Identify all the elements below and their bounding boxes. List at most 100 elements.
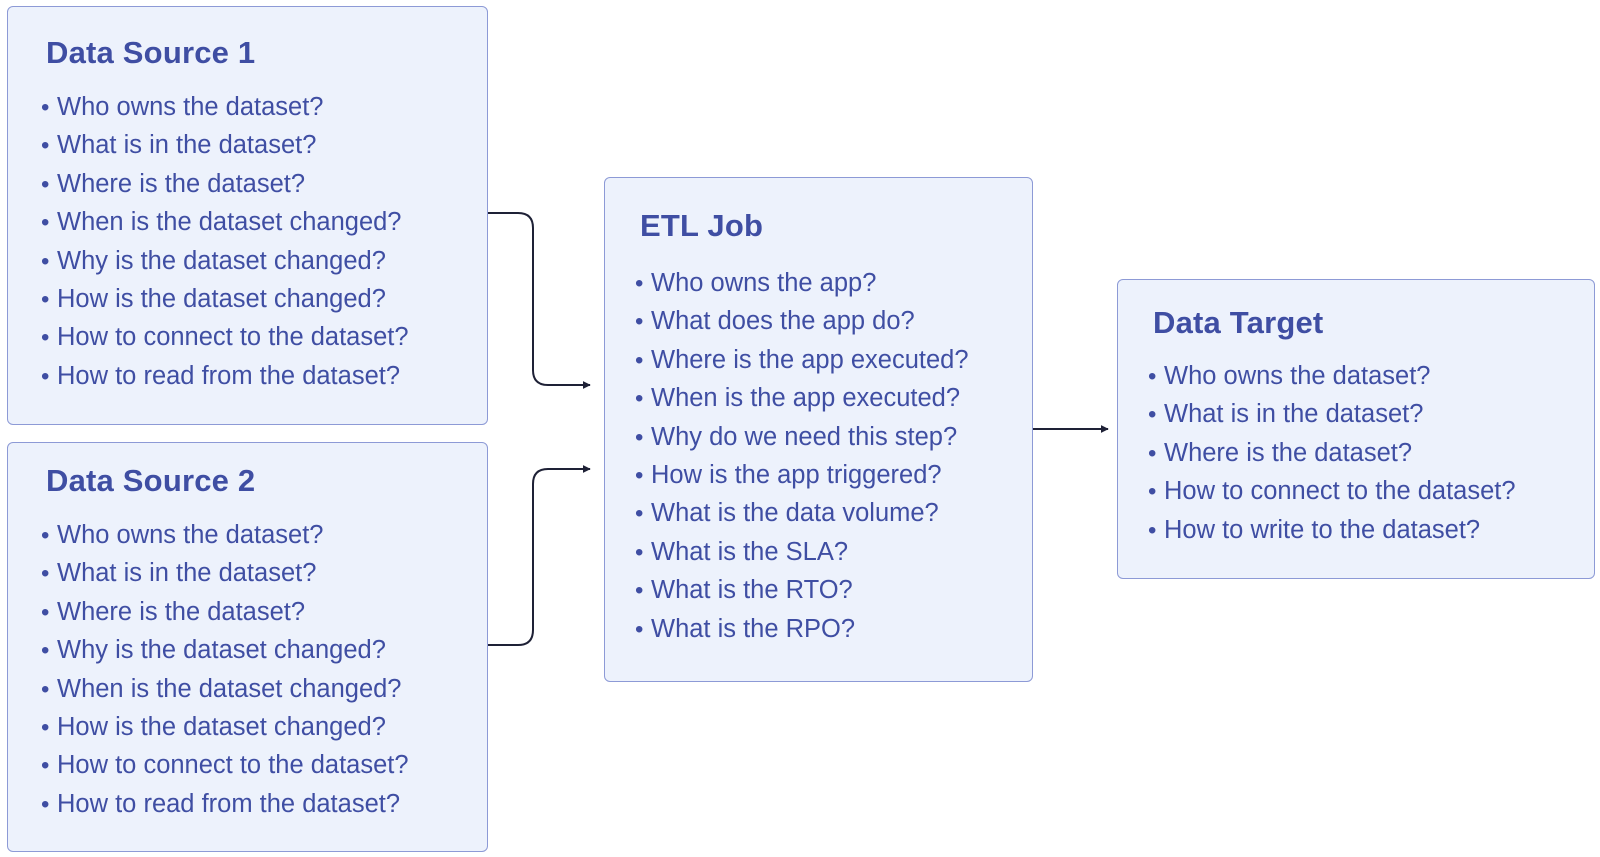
bullet-icon: •	[41, 324, 50, 352]
question-item: •When is the dataset changed?	[41, 203, 409, 241]
etl-job-questions: •Who owns the app?•What does the app do?…	[635, 264, 969, 648]
data-source-2-box: Data Source 2 •Who owns the dataset?•Wha…	[7, 442, 488, 852]
question-text: How to read from the dataset?	[57, 361, 401, 390]
question-item: •How is the dataset changed?	[41, 708, 409, 746]
question-item: •Why is the dataset changed?	[41, 631, 409, 669]
question-item: •Where is the app executed?	[635, 341, 969, 379]
bullet-icon: •	[635, 500, 644, 528]
question-text: What is in the dataset?	[1164, 400, 1424, 429]
question-text: Where is the app executed?	[651, 345, 969, 374]
question-item: •Where is the dataset?	[41, 165, 409, 203]
arrow-source1-to-etl	[488, 212, 591, 389]
question-item: •How to write to the dataset?	[1148, 511, 1516, 549]
question-text: What is in the dataset?	[57, 559, 317, 588]
question-text: When is the app executed?	[651, 384, 961, 413]
bullet-icon: •	[1148, 516, 1157, 544]
question-text: Why is the dataset changed?	[57, 636, 386, 665]
question-item: • Who owns the dataset?	[41, 88, 409, 126]
question-item: •How to read from the dataset?	[41, 785, 409, 823]
bullet-icon: •	[635, 577, 644, 605]
question-text: Who owns the app?	[651, 269, 877, 297]
question-item: •What is the RTO?	[635, 571, 969, 609]
bullet-icon: •	[41, 94, 50, 121]
question-item: •What is in the dataset?	[41, 126, 409, 164]
bullet-icon: •	[41, 247, 50, 275]
question-item: •When is the dataset changed?	[41, 670, 409, 708]
question-item: •How is the app triggered?	[635, 456, 969, 494]
question-text: How to connect to the dataset?	[1164, 477, 1516, 506]
bullet-icon: •	[41, 362, 50, 390]
question-item: •How to connect to the dataset?	[41, 318, 409, 356]
arrow-source2-to-etl	[488, 465, 591, 646]
bullet-icon: •	[41, 637, 50, 665]
question-text: What does the app do?	[651, 307, 915, 336]
question-item: •What is the data volume?	[635, 494, 969, 532]
bullet-icon: •	[635, 423, 644, 451]
question-text: Who owns the dataset?	[57, 521, 324, 549]
bullet-icon: •	[41, 560, 50, 588]
bullet-icon: •	[41, 598, 50, 626]
question-text: Who owns the dataset?	[57, 93, 324, 121]
bullet-icon: •	[1148, 478, 1157, 506]
question-item: •How to read from the dataset?	[41, 357, 409, 395]
bullet-icon: •	[41, 522, 50, 549]
question-text: How is the app triggered?	[651, 460, 942, 489]
question-text: What is the SLA?	[651, 537, 849, 566]
question-text: When is the dataset changed?	[57, 674, 402, 703]
bullet-icon: •	[41, 132, 50, 160]
question-text: What is the RPO?	[651, 614, 856, 643]
question-text: When is the dataset changed?	[57, 208, 402, 237]
question-text: Who owns the dataset?	[1164, 362, 1431, 390]
question-item: • Who owns the dataset?	[1148, 357, 1516, 395]
bullet-icon: •	[41, 285, 50, 313]
question-item: •What is the SLA?	[635, 533, 969, 571]
bullet-icon: •	[1148, 363, 1157, 390]
question-text: How to write to the dataset?	[1164, 515, 1481, 544]
question-text: How to read from the dataset?	[57, 789, 401, 818]
question-item: •What is in the dataset?	[41, 554, 409, 592]
question-item: •When is the app executed?	[635, 379, 969, 417]
bullet-icon: •	[635, 385, 644, 413]
bullet-icon: •	[635, 346, 644, 374]
bullet-icon: •	[1148, 401, 1157, 429]
question-item: •How is the dataset changed?	[41, 280, 409, 318]
question-item: •How to connect to the dataset?	[41, 746, 409, 784]
data-source-2-questions: •Who owns the dataset?•What is in the da…	[41, 516, 409, 823]
bullet-icon: •	[635, 308, 644, 336]
data-source-1-box: Data Source 1 •Who owns the dataset?•Wha…	[7, 6, 488, 425]
question-text: What is the data volume?	[651, 499, 939, 528]
question-item: •Where is the dataset?	[1148, 434, 1516, 472]
bullet-icon: •	[635, 538, 644, 566]
question-item: •What is the RPO?	[635, 610, 969, 648]
question-item: • Who owns the app?	[635, 264, 969, 302]
bullet-icon: •	[1148, 439, 1157, 467]
question-text: Where is the dataset?	[1164, 438, 1413, 467]
bullet-icon: •	[41, 209, 50, 237]
bullet-icon: •	[635, 270, 644, 297]
question-text: How to connect to the dataset?	[57, 751, 409, 780]
question-text: What is the RTO?	[651, 576, 853, 605]
data-target-title: Data Target	[1153, 305, 1324, 340]
question-text: Where is the dataset?	[57, 169, 306, 198]
data-source-1-questions: •Who owns the dataset?•What is in the da…	[41, 88, 409, 395]
bullet-icon: •	[41, 170, 50, 198]
etl-job-box: ETL Job •Who owns the app?•What does the…	[604, 177, 1033, 682]
bullet-icon: •	[41, 713, 50, 741]
question-item: •Where is the dataset?	[41, 593, 409, 631]
question-item: •What does the app do?	[635, 302, 969, 340]
question-item: •How to connect to the dataset?	[1148, 472, 1516, 510]
bullet-icon: •	[41, 675, 50, 703]
data-source-1-title: Data Source 1	[46, 35, 256, 70]
question-text: Why is the dataset changed?	[57, 246, 386, 275]
question-item: • Who owns the dataset?	[41, 516, 409, 554]
question-item: •Why do we need this step?	[635, 418, 969, 456]
question-item: •Why is the dataset changed?	[41, 242, 409, 280]
question-text: How is the dataset changed?	[57, 284, 386, 313]
question-text: Where is the dataset?	[57, 597, 306, 626]
question-item: •What is in the dataset?	[1148, 395, 1516, 433]
etl-job-title: ETL Job	[640, 208, 764, 243]
bullet-icon: •	[41, 752, 50, 780]
question-text: How to connect to the dataset?	[57, 323, 409, 352]
question-text: What is in the dataset?	[57, 131, 317, 160]
data-source-2-title: Data Source 2	[46, 463, 256, 498]
